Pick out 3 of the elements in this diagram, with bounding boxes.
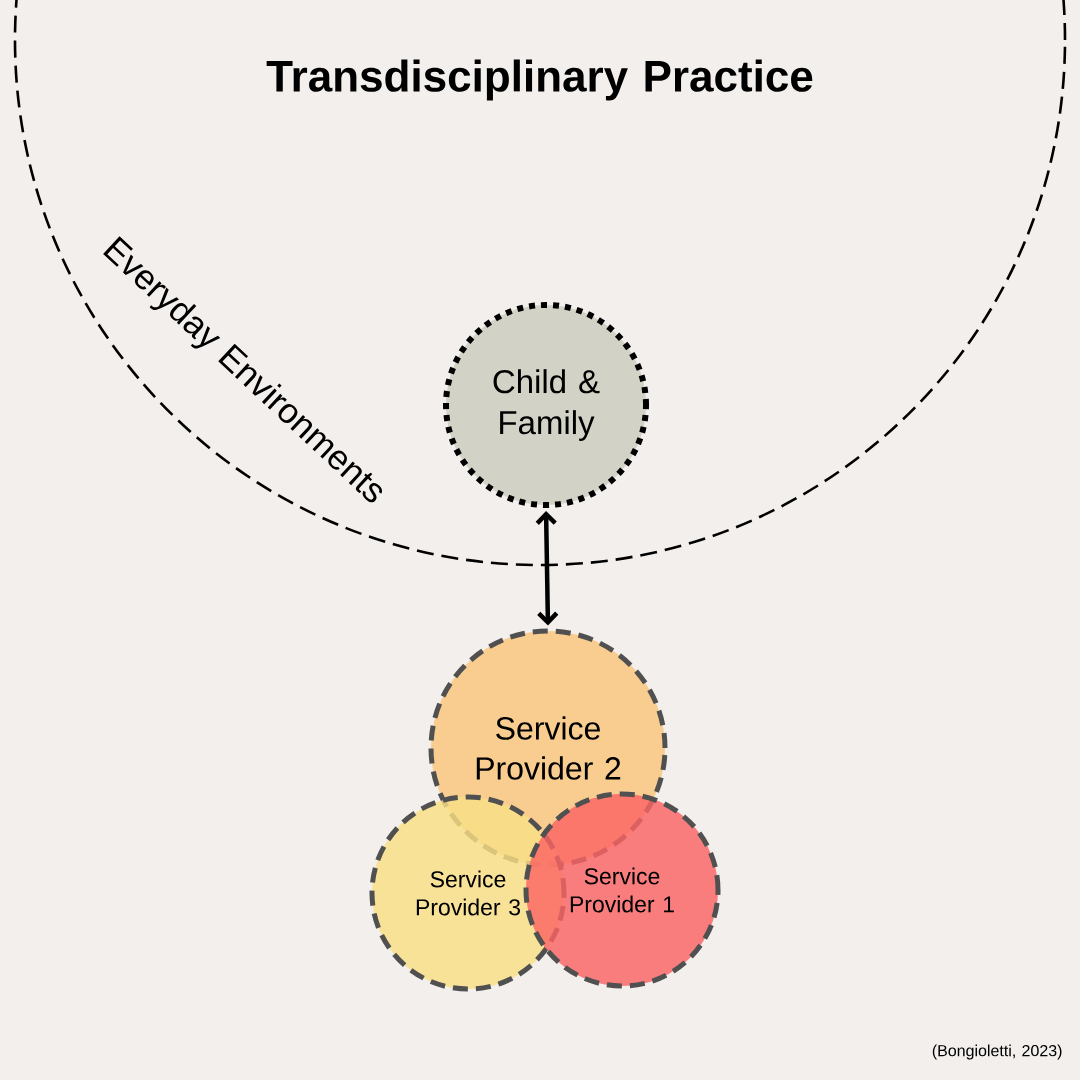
title: Transdisciplinary Practice [266, 59, 813, 101]
caption: (Bongioletti, 2023) [932, 1044, 1062, 1060]
arrow [535, 511, 559, 626]
